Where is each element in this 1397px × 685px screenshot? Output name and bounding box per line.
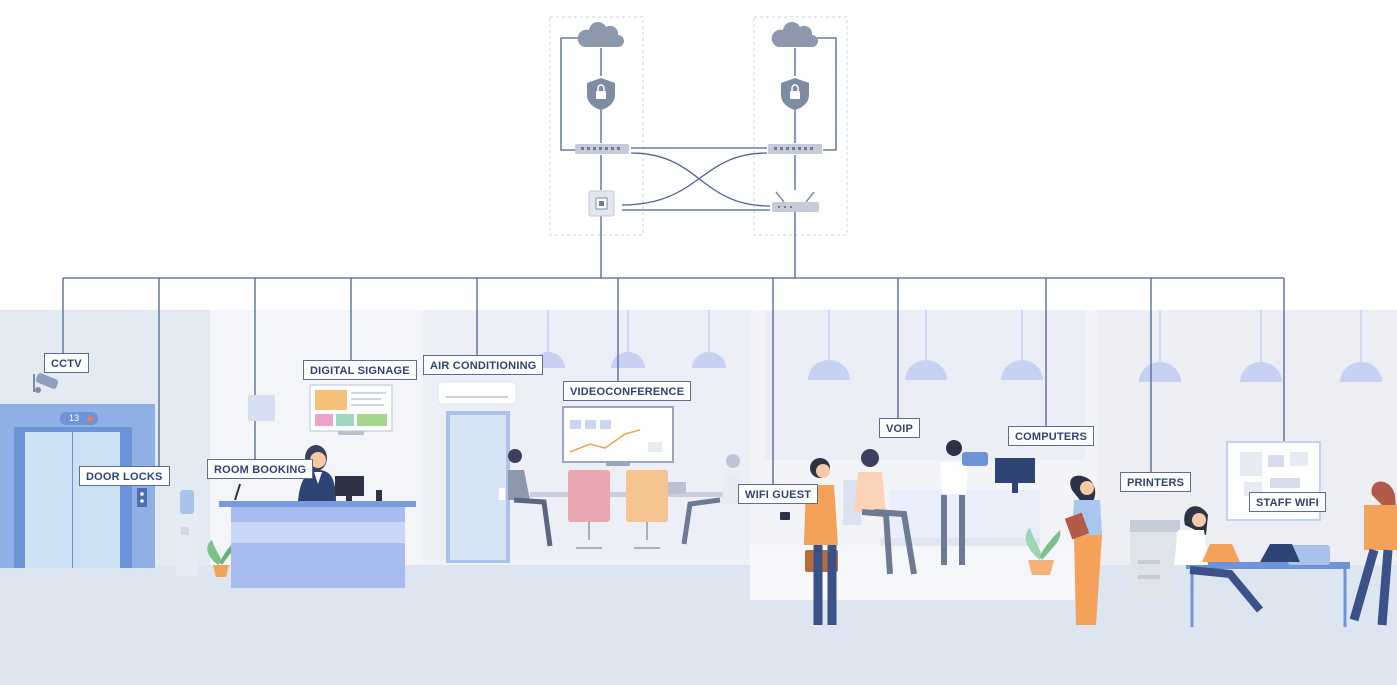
- shield-lock-icon: [587, 78, 615, 110]
- label-room-booking: ROOM BOOKING: [207, 459, 314, 479]
- cloud-icon: [577, 22, 624, 47]
- label-door-locks: DOOR LOCKS: [79, 466, 170, 486]
- label-videoconference: VIDEOCONFERENCE: [563, 381, 692, 401]
- label-cctv: CCTV: [44, 353, 89, 373]
- office-workspace: [780, 440, 1102, 625]
- water-cooler: [176, 490, 198, 576]
- elevator-floor-indicator: 13: [69, 413, 80, 423]
- network-core: [549, 16, 848, 278]
- label-voip: VOIP: [879, 418, 921, 438]
- network-switch-icon: [768, 144, 822, 154]
- cloud-icon: [771, 22, 818, 47]
- meeting-room: [437, 381, 745, 563]
- shield-lock-icon: [781, 78, 809, 110]
- pendant-lamps: [531, 310, 1382, 382]
- label-computers: COMPUTERS: [1008, 426, 1095, 446]
- label-staff-wifi: STAFF WIFI: [1249, 492, 1326, 512]
- router-icon: [772, 191, 819, 212]
- camera-icon: [33, 373, 59, 393]
- wall-socket-icon: [588, 190, 615, 217]
- label-printers: PRINTERS: [1120, 472, 1192, 492]
- label-digital-signage: DIGITAL SIGNAGE: [303, 360, 417, 380]
- label-wifi-guest: WIFI GUEST: [738, 484, 819, 504]
- label-air-conditioning: AIR CONDITIONING: [423, 355, 544, 375]
- floor: [0, 565, 1397, 685]
- network-switch-icon: [575, 144, 629, 154]
- right-workspace: [1130, 441, 1397, 627]
- elevator: [0, 404, 155, 568]
- reception: [219, 384, 416, 588]
